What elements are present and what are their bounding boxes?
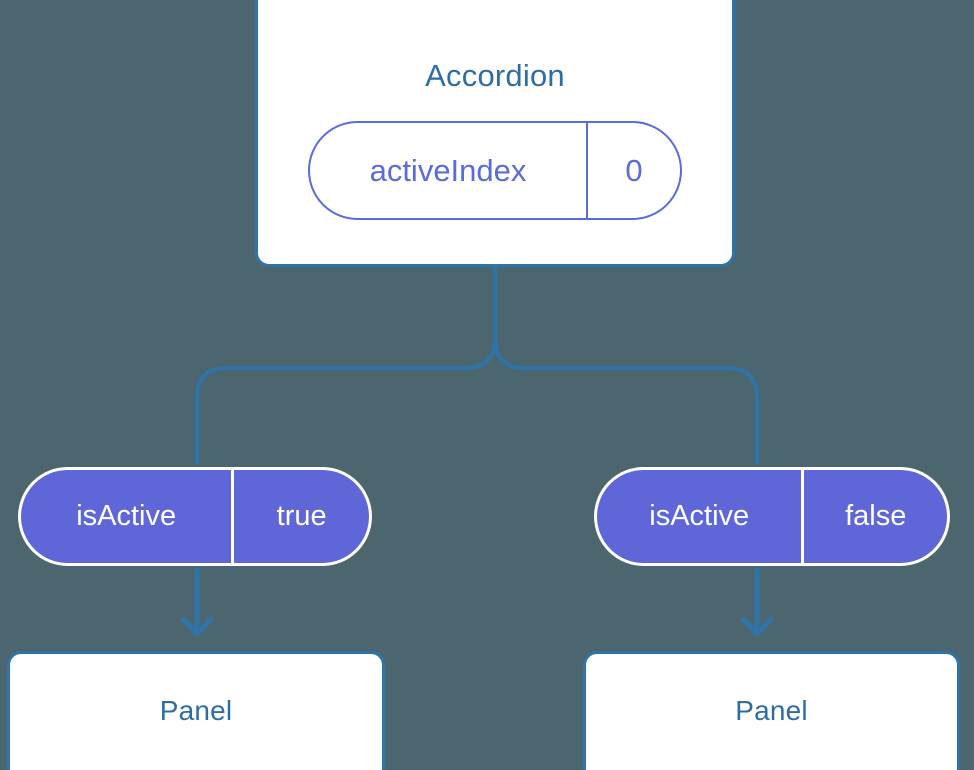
arrow-head-left [180, 616, 214, 637]
prop-pill-value-right: false [801, 470, 947, 563]
connector-root-split [195, 264, 497, 464]
prop-pill-value-left: true [231, 470, 369, 563]
prop-pill-key-left: isActive [76, 500, 177, 532]
prop-pill-isactive-true[interactable]: isActive true [18, 467, 372, 566]
connector-root-split-right [493, 336, 759, 464]
prop-pill-key-right: isActive [649, 500, 750, 532]
state-pill-key: activeIndex [369, 152, 527, 188]
state-pill-activeindex[interactable]: activeIndex 0 [308, 121, 682, 220]
component-title-panel-right: Panel [735, 695, 808, 726]
component-card-panel-right[interactable]: Panel [583, 651, 960, 770]
state-pill-value: 0 [586, 123, 680, 218]
component-card-panel-left[interactable]: Panel [7, 651, 385, 770]
arrow-head-right [740, 616, 774, 637]
prop-pill-isactive-false[interactable]: isActive false [594, 467, 950, 566]
component-title-panel-left: Panel [159, 695, 233, 726]
component-title-accordion: Accordion [425, 58, 565, 93]
